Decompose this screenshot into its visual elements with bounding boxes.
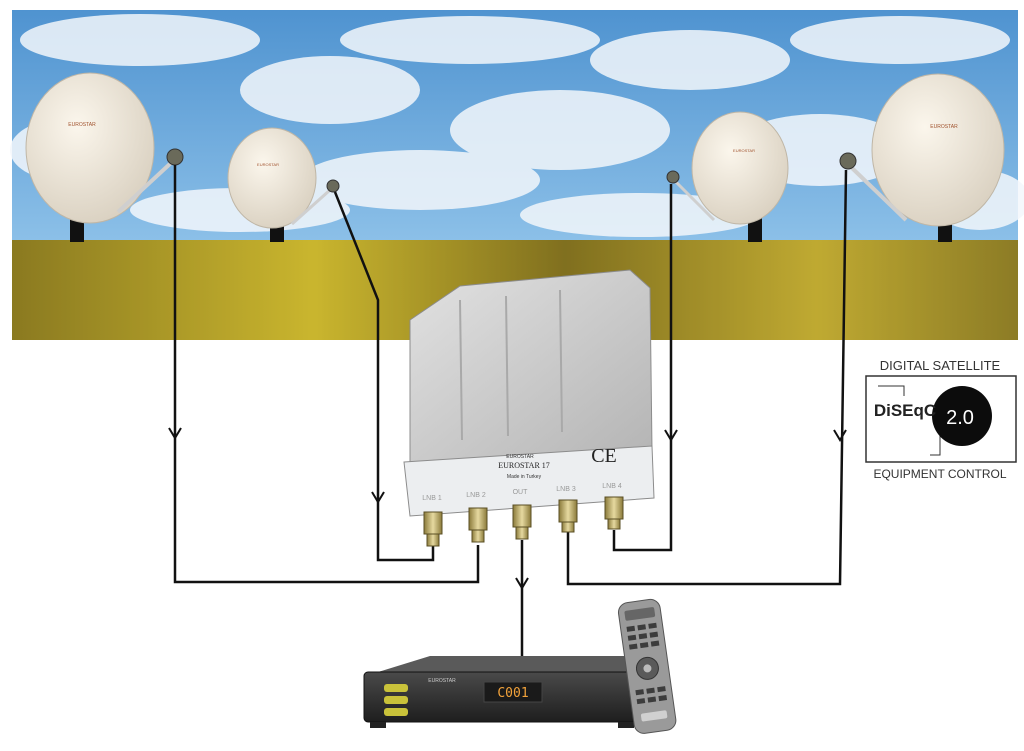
coax-cables: [173, 165, 848, 660]
satellite-dish-4: EUROSTAR: [839, 73, 1005, 242]
lnb-3: [666, 170, 680, 184]
satellite-dish-2: EUROSTAR: [227, 127, 340, 242]
port-label-lnb1: LNB 1: [422, 495, 442, 502]
switch-port-labels: LNB 1 LNB 2 OUT LNB 3 LNB 4: [422, 483, 622, 502]
badge-version: 2.0: [946, 407, 974, 429]
diseqc-badge: DIGITAL SATELLITE DiSEqC 2.0 EQUIPMENT C…: [865, 358, 1017, 481]
lnb-2: [326, 179, 340, 193]
port-label-lnb2: LNB 2: [466, 492, 486, 499]
badge-top-text: DIGITAL SATELLITE: [880, 358, 1001, 373]
receiver-brand: EUROSTAR: [428, 678, 456, 684]
diseqc-switch: EUROSTAR EUROSTAR 17 Made in Turkey CE L…: [403, 269, 655, 547]
ce-mark: CE: [591, 445, 617, 467]
lnb-1: [166, 148, 184, 166]
receiver-display-window: [483, 681, 543, 703]
receiver-display: C001: [497, 686, 528, 701]
badge-bottom-text: EQUIPMENT CONTROL: [873, 467, 1006, 481]
remote-control: [617, 598, 677, 734]
dish-brand-label: EUROSTAR: [930, 124, 958, 130]
cable-direction-arrows: [168, 427, 847, 590]
satellite-receiver: C001 EUROSTAR: [363, 656, 644, 728]
receiver-button-1: [384, 684, 408, 692]
port-label-lnb3: LNB 3: [556, 486, 576, 493]
switch-brand: EUROSTAR: [506, 454, 534, 460]
receiver-button-2: [384, 696, 408, 704]
badge-logo: DiSEqC: [874, 401, 936, 420]
satellite-dish-3: EUROSTAR: [666, 111, 789, 242]
dish-brand-label: EUROSTAR: [68, 122, 96, 128]
port-label-out: OUT: [513, 489, 529, 496]
switch-model: EUROSTAR 17: [498, 461, 550, 470]
lnb-4: [839, 152, 857, 170]
dish-brand-label: EUROSTAR: [733, 148, 755, 153]
dish-brand-label: EUROSTAR: [257, 162, 279, 167]
receiver-button-3: [384, 708, 408, 716]
switch-connectors: [423, 496, 624, 547]
switch-origin: Made in Turkey: [507, 474, 542, 480]
badge-version-circle: [932, 386, 992, 446]
port-label-lnb4: LNB 4: [602, 483, 622, 490]
